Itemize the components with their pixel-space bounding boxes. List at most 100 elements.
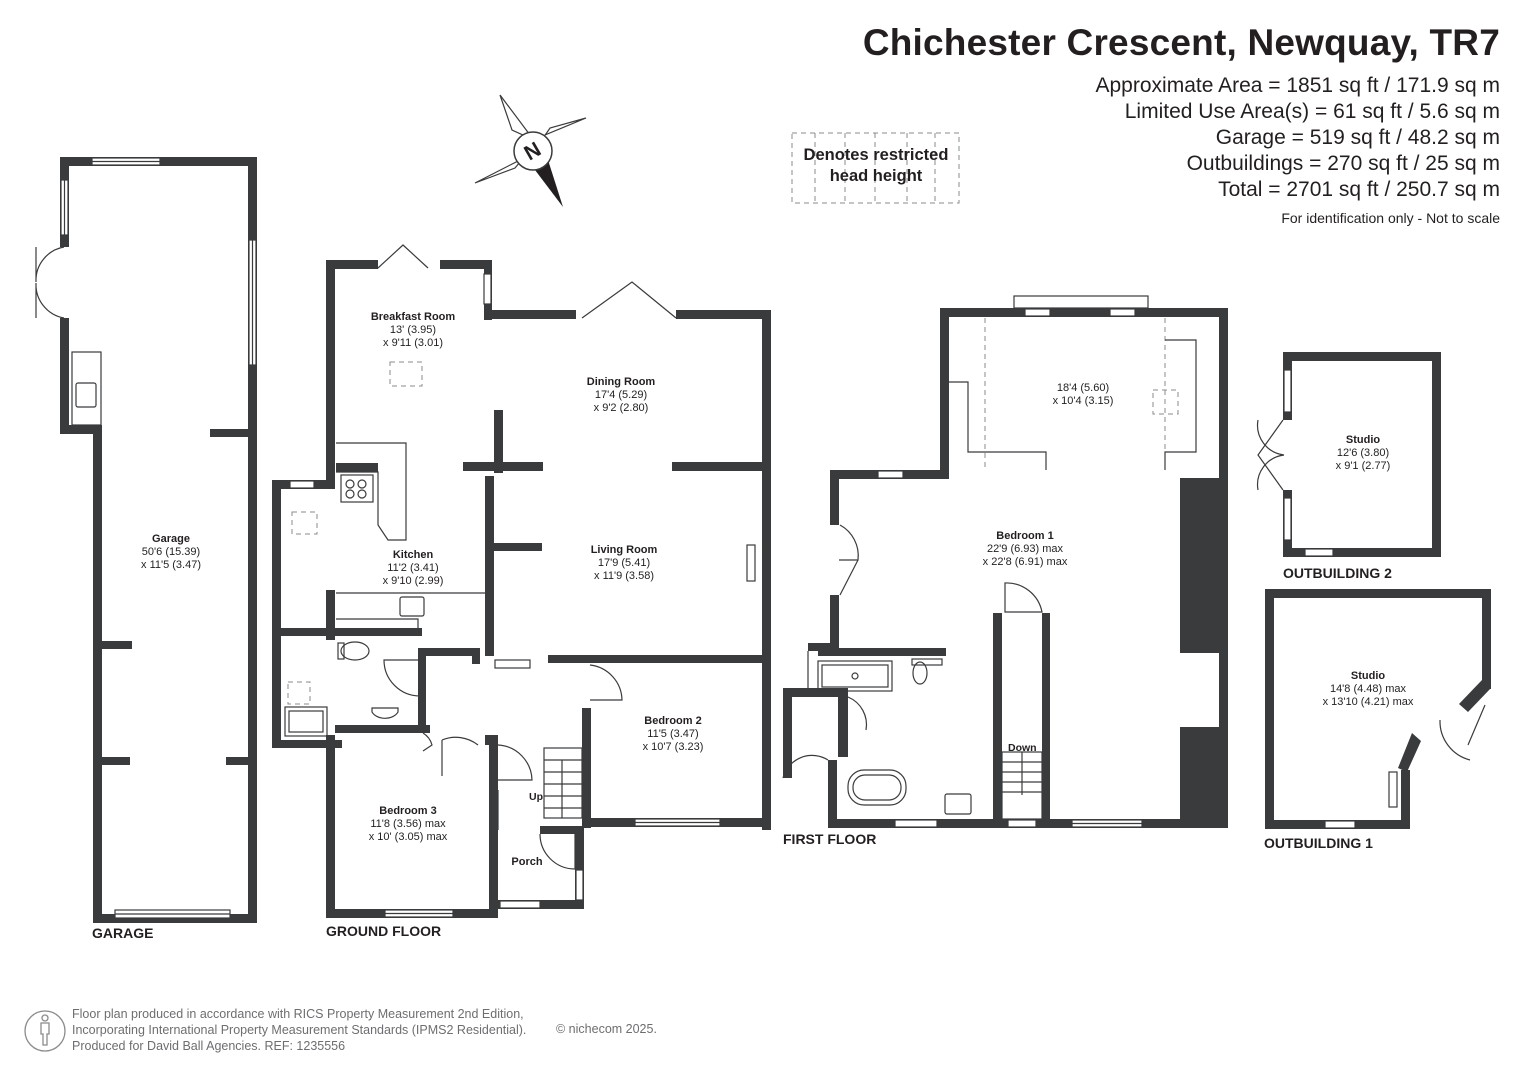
studio1-wall [1265,589,1491,598]
footer-line-1: Floor plan produced in accordance with R… [72,1007,524,1021]
studio2-wall [1283,352,1441,361]
copyright-text: © nichecom 2025. [556,1022,657,1036]
eaves-block [1180,727,1220,827]
ground-wall [485,735,498,745]
studio2-wall [1432,352,1441,557]
footer-line-2: Incorporating International Property Mea… [72,1023,527,1037]
floor-label-ground: GROUND FLOOR [326,923,442,939]
studio2-wall [1283,548,1441,557]
first-wall [993,613,1002,828]
garage-area: Garage = 519 sq ft / 48.2 sq m [1215,126,1500,149]
room-dim: 11'2 (3.41) [387,562,439,574]
fixtures [71,351,1043,820]
windows [60,157,1398,919]
floor-label-garage: GARAGE [92,925,154,941]
room-label-bedroom-1: Bedroom 1 22'9 (6.93) max x 22'8 (6.91) … [983,530,1068,569]
ground-wall [582,708,591,828]
ground-wall [540,826,584,834]
ground-wall [762,310,771,830]
room-dim: x 10' (3.05) max [368,831,448,843]
stairs-up-label: Up [529,791,543,803]
room-label-studio-2: Studio 12'6 (3.80) x 9'1 (2.77) [1336,434,1391,473]
ground-wall [672,462,771,471]
ground-wall [494,543,542,551]
limited-use-area: Limited Use Area(s) = 61 sq ft / 5.6 sq … [1124,100,1500,123]
restricted-areas [287,132,1179,705]
room-label-landing: 18'4 (5.60) x 10'4 (3.15) [1053,382,1114,408]
room-name: Studio [1345,434,1381,446]
ground-wall [272,740,342,748]
stairs-down-label: Down [1008,742,1037,754]
room-name: Breakfast Room [370,311,456,323]
ground-wall [335,725,430,733]
room-name: Dining Room [586,376,656,388]
floor-label-first: FIRST FLOOR [783,831,877,847]
compass-icon [474,94,587,207]
ground-wall [494,410,503,473]
room-label-garage: Garage 50'6 (15.39) x 11'5 (3.47) [141,533,201,572]
room-name: Living Room [590,544,658,556]
room-label-bedroom-2: Bedroom 2 11'5 (3.47) x 10'7 (3.23) [643,715,704,754]
room-label-kitchen: Kitchen 11'2 (3.41) x 9'10 (2.99) [383,549,444,588]
room-dim: x 9'11 (3.01) [383,337,443,349]
first-wall [783,688,792,778]
walls [60,157,1491,923]
garage-wall [102,757,130,765]
first-wall [1219,308,1228,828]
studio1-wall [1401,770,1410,829]
ground-wall [472,648,480,664]
room-dim: x 22'8 (6.91) max [982,556,1068,568]
floor-label-outbuilding-2: OUTBUILDING 2 [1283,565,1392,581]
ground-wall [548,655,771,663]
legend-line-2: head height [829,167,923,185]
room-dim: x 11'5 (3.47) [141,559,201,571]
ground-wall [418,648,426,733]
room-dim: x 9'1 (2.77) [1335,460,1391,472]
ground-wall [676,310,771,319]
ground-wall [272,480,281,748]
room-dim: 12'6 (3.80) [1336,447,1390,459]
floor-label-outbuilding-1: OUTBUILDING 1 [1264,835,1373,851]
ground-wall [326,590,335,640]
room-name: Bedroom 2 [644,715,702,727]
room-dim: 50'6 (15.39) [141,546,201,558]
restricted-height-legend: Denotes restricted head height [792,145,960,187]
room-dim: 22'9 (6.93) max [986,543,1064,555]
room-label-living: Living Room 17'9 (5.41) x 11'9 (3.58) [591,544,658,583]
total-area: Total = 2701 sq ft / 250.7 sq m [1218,178,1500,201]
first-wall [830,470,839,525]
garage-wall [60,318,69,434]
room-dim: x 9'10 (2.99) [382,575,444,587]
studio1-wall [1459,680,1491,712]
garage-wall [248,157,257,923]
legend-line-1: Denotes restricted [803,146,949,164]
room-name: Studio [1350,670,1386,682]
room-dim: x 13'10 (4.21) max [1322,696,1414,708]
garage-wall [93,425,102,923]
first-wall [838,697,848,757]
room-name: Garage [152,533,190,545]
first-wall [940,308,1228,317]
ground-wall [484,310,576,319]
studio1-wall [1398,733,1421,772]
ground-wall [418,648,478,656]
room-name: Porch [511,856,543,868]
ground-wall [489,740,498,918]
footer-text: Floor plan produced in accordance with R… [72,1006,526,1054]
room-dim: 17'9 (5.41) [597,557,651,569]
room-dim: 18'4 (5.60) [1056,382,1110,394]
room-dim: 17'4 (5.29) [594,389,648,401]
room-dim: x 10'7 (3.23) [642,741,704,753]
ground-wall [272,628,422,636]
first-wall [818,648,946,656]
studio1-wall [1265,589,1274,829]
first-wall [830,595,839,643]
first-wall [783,688,848,697]
room-name: Kitchen [392,549,434,561]
room-label-porch: Porch [511,856,542,869]
ground-wall [485,476,494,656]
garage-wall [102,641,132,649]
person-icon [24,1010,66,1052]
ground-wall [336,463,378,472]
room-dim: 11'8 (3.56) max [370,818,446,830]
